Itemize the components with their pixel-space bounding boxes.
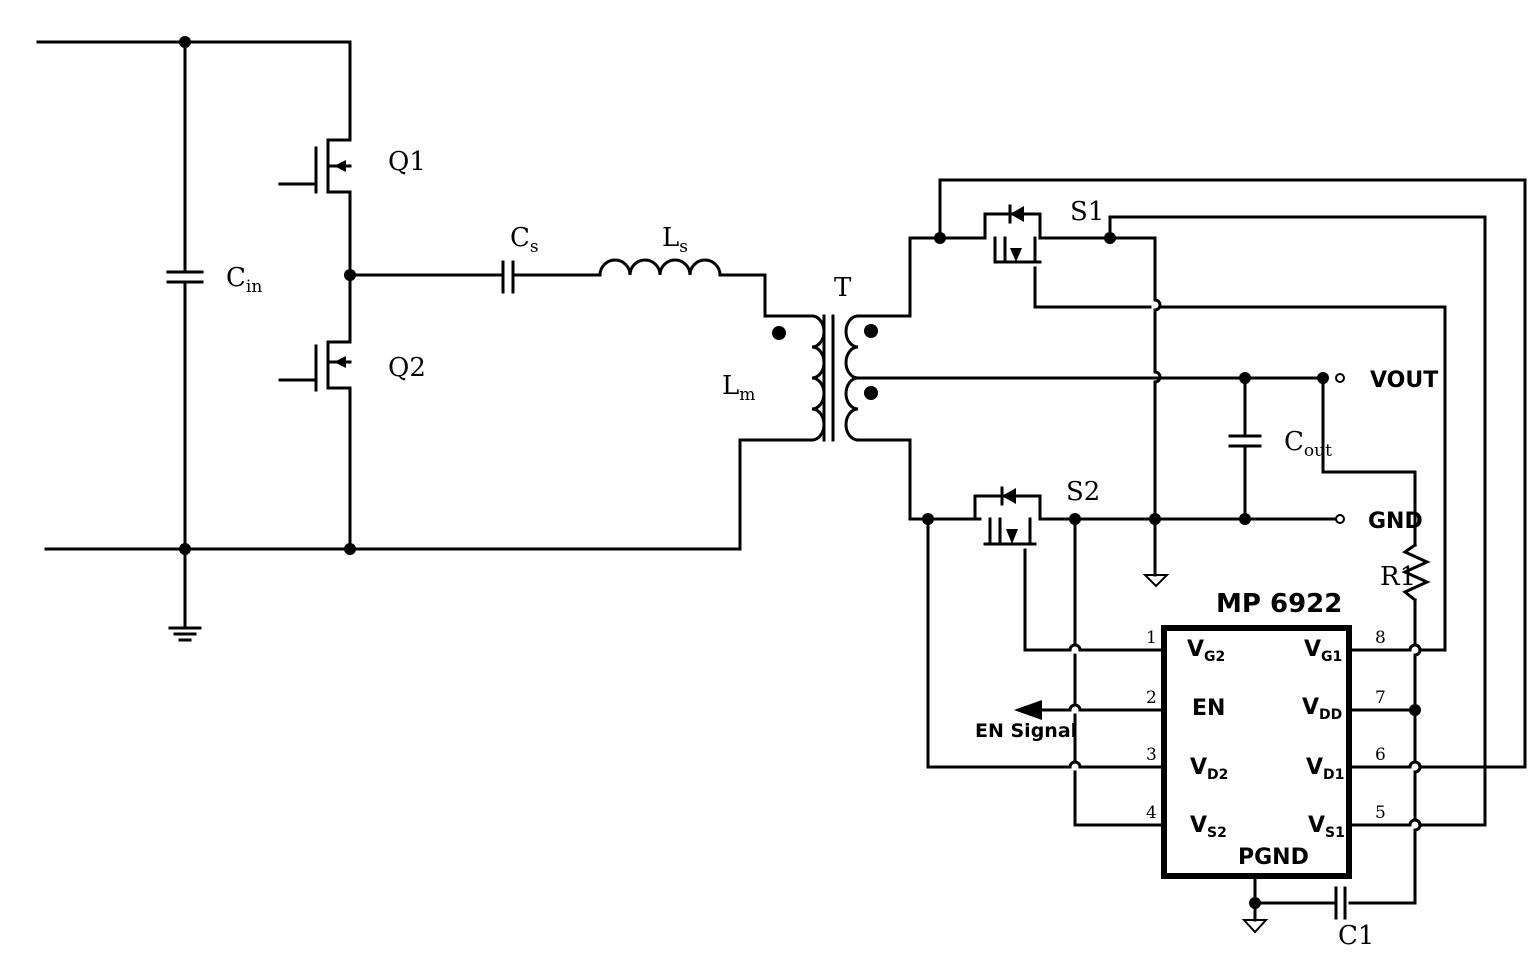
pin-vs1: VS1	[1308, 813, 1345, 841]
ls-label: Ls	[662, 223, 688, 257]
s1-label: S1	[1070, 197, 1104, 227]
resistor-r1	[1401, 542, 1431, 603]
r1-label: R1	[1380, 562, 1416, 592]
en-signal-label: EN Signal	[975, 720, 1077, 742]
pin-num-4: 4	[1146, 803, 1157, 823]
q1-label: Q1	[388, 147, 426, 177]
pin-vdd: VDD	[1302, 695, 1342, 723]
gnd-label: GND	[1368, 509, 1423, 534]
pin-num-2: 2	[1146, 688, 1157, 708]
ground-symbol-input	[168, 626, 202, 642]
cs-label: Cs	[510, 223, 539, 257]
mosfet-q1	[278, 138, 352, 277]
pin-vg1: VG1	[1304, 637, 1342, 665]
c1-label: C1	[1338, 921, 1374, 951]
vout-terminal	[1335, 373, 1345, 383]
capacitor-cin	[166, 270, 204, 284]
junction-dots	[179, 36, 1421, 909]
ic-name: MP 6922	[1216, 589, 1342, 619]
pin-num-7: 7	[1375, 688, 1386, 708]
mosfet-s1	[983, 204, 1042, 264]
lm-label: Lm	[722, 371, 755, 405]
series-path	[348, 258, 814, 318]
ground-arrow-pgnd	[1241, 919, 1269, 934]
q2-label: Q2	[388, 353, 426, 383]
pin-vs2: VS2	[1190, 813, 1227, 841]
mosfet-s2	[973, 486, 1042, 546]
ic-mp6922	[1161, 625, 1352, 879]
mosfet-q2	[278, 273, 352, 551]
inductor-ls	[598, 258, 722, 277]
pin-num-1: 1	[1146, 628, 1157, 648]
pin-num-6: 6	[1375, 745, 1386, 765]
pin-num-5: 5	[1375, 803, 1386, 823]
pin-vd1: VD1	[1306, 755, 1344, 783]
pin-vd2: VD2	[1190, 755, 1228, 783]
pin-num-3: 3	[1146, 745, 1157, 765]
cin-label: Cin	[226, 263, 262, 297]
secondary-wiring	[856, 178, 1527, 922]
vout-label: VOUT	[1370, 368, 1438, 393]
cout-label: Cout	[1284, 427, 1332, 461]
pin-en: EN	[1192, 696, 1225, 721]
input-rails	[36, 40, 814, 630]
pin-vg2: VG2	[1187, 637, 1225, 665]
transformer-label: T	[834, 273, 852, 303]
ic-pgnd-label: PGND	[1238, 845, 1309, 870]
pin-num-8: 8	[1375, 628, 1386, 648]
s2-label: S2	[1066, 477, 1100, 507]
transformer	[772, 314, 878, 442]
ground-arrow-secondary	[1142, 574, 1170, 588]
gnd-terminal	[1335, 514, 1345, 524]
